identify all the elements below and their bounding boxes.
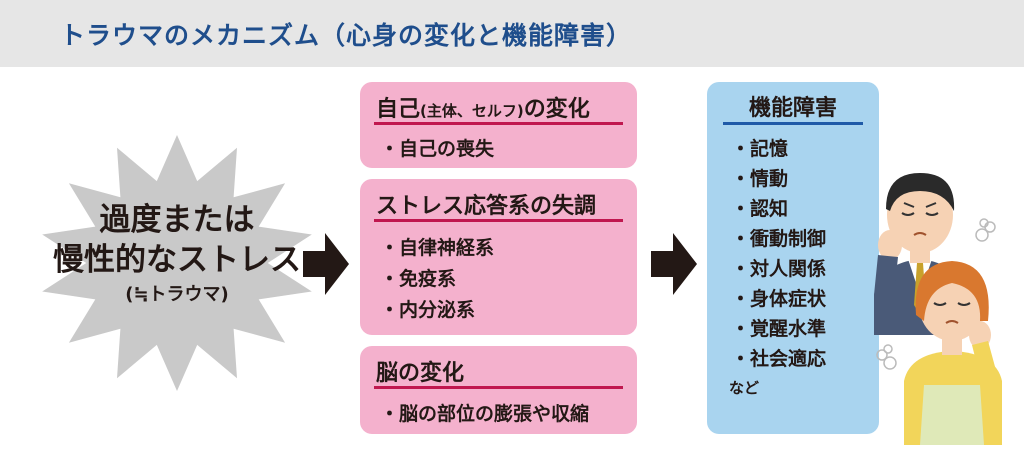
header-bar: トラウマのメカニズム（心身の変化と機能障害） [0,0,1024,67]
right-arrow-icon [303,233,349,295]
list-item: ・身体症状 [731,288,827,310]
list-item: ・内分泌系 [380,299,476,321]
right-arrow-icon [651,233,697,295]
list-item: ・衝動制御 [731,228,827,250]
brain-change-box: 脳の変化 ・脳の部位の膨張や収縮 [360,346,637,434]
self-title-main: 自己 [376,97,421,122]
self-change-title: 自己(主体、セルフ)の変化 [376,91,590,123]
list-item: ・情動 [731,168,789,190]
stress-system-title: ストレス応答系の失調 [376,194,597,219]
stress-line-2: 慢性的なストレス [53,242,301,278]
stress-label: 過度または 慢性的なストレス (≒トラウマ) [36,200,318,308]
stress-line-1: 過度または [99,202,255,238]
dysfunction-box: 機能障害 ・記憶 ・情動 ・認知 ・衝動制御 ・対人関係 ・身体症状 ・覚醒水準… [707,82,879,434]
sigh-puff-icon [876,218,996,370]
stress-line-3: (≒トラウマ) [125,284,229,305]
page-title: トラウマのメカニズム（心身の変化と機能障害） [60,21,633,50]
list-item: ・免疫系 [380,268,457,290]
dysfunction-title: 機能障害 [748,96,837,121]
self-change-box: 自己(主体、セルフ)の変化 ・自己の喪失 [360,82,637,168]
stress-system-box: ストレス応答系の失調 ・自律神経系 ・免疫系 ・内分泌系 [360,179,637,335]
worried-people-illustration [874,173,1002,445]
self-title-tail: の変化 [523,97,590,122]
list-item: ・覚醒水準 [731,318,827,340]
self-change-rule [374,122,623,125]
stress-system-rule [374,219,623,222]
dysfunction-note: など [729,379,760,397]
list-item: ・自己の喪失 [380,138,495,160]
list-item: ・自律神経系 [380,237,495,259]
worried-woman-figure [904,261,1002,445]
list-item: ・脳の部位の膨張や収縮 [380,403,590,425]
list-item: ・認知 [731,198,789,220]
list-item: ・社会適応 [731,348,827,370]
starburst-shape [42,135,312,391]
self-title-sub: (主体、セルフ) [420,102,524,120]
brain-change-title: 脳の変化 [376,361,465,386]
list-item: ・記憶 [731,138,789,160]
list-item: ・対人関係 [731,258,827,280]
brain-change-rule [374,386,623,389]
dysfunction-rule [723,122,863,125]
